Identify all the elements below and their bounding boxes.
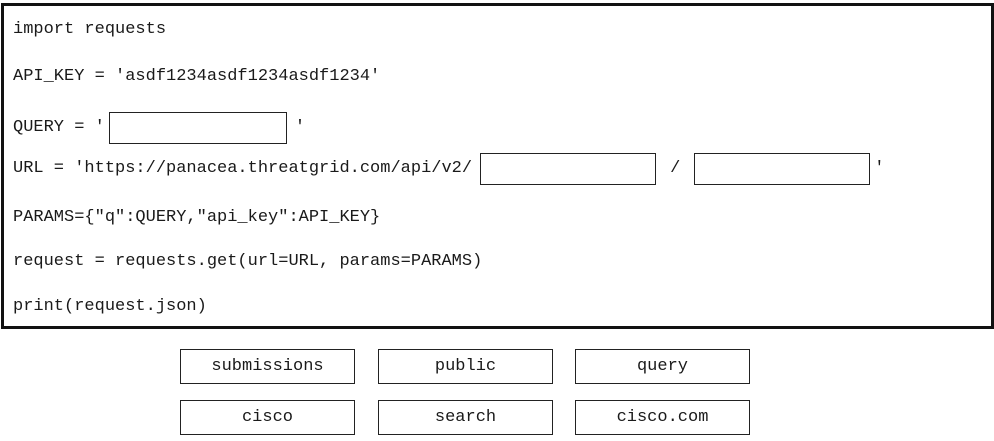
code-line-query: QUERY = ' ' [13, 111, 305, 145]
code-text-url-suffix: ' [874, 159, 885, 178]
option-public[interactable]: public [378, 349, 553, 384]
query-drop-target[interactable] [108, 112, 287, 144]
code-line-request: request = requests.get(url=URL, params=P… [13, 250, 482, 274]
code-panel: import requests API_KEY = 'asdf1234asdf1… [1, 3, 994, 329]
code-text-query-suffix: ' [294, 118, 306, 137]
option-search[interactable]: search [378, 400, 553, 435]
code-text-params: PARAMS={"q":QUERY,"api_key":API_KEY} [13, 208, 381, 227]
url-first-drop-target[interactable] [480, 153, 657, 185]
url-second-drop-target[interactable] [694, 153, 871, 185]
code-line-url: URL = 'https://panacea.threatgrid.com/ap… [13, 152, 884, 186]
option-query[interactable]: query [575, 349, 750, 384]
code-text-print: print(request.json) [13, 297, 207, 316]
option-cisco[interactable]: cisco [180, 400, 355, 435]
code-text-url-prefix: URL = 'https://panacea.threatgrid.com/ap… [13, 159, 473, 178]
option-submissions[interactable]: submissions [180, 349, 355, 384]
code-text-import: import requests [13, 20, 167, 39]
code-line-import: import requests [13, 18, 166, 42]
option-cisco-com[interactable]: cisco.com [575, 400, 750, 435]
code-text-url-separator: / [670, 159, 681, 178]
code-text-api-key: API_KEY = 'asdf1234asdf1234asdf1234' [13, 67, 381, 86]
code-text-request: request = requests.get(url=URL, params=P… [13, 252, 483, 271]
code-text-query-prefix: QUERY = ' [13, 118, 105, 137]
code-line-print: print(request.json) [13, 295, 207, 319]
code-line-params: PARAMS={"q":QUERY,"api_key":API_KEY} [13, 206, 380, 230]
code-line-api-key: API_KEY = 'asdf1234asdf1234asdf1234' [13, 65, 380, 89]
